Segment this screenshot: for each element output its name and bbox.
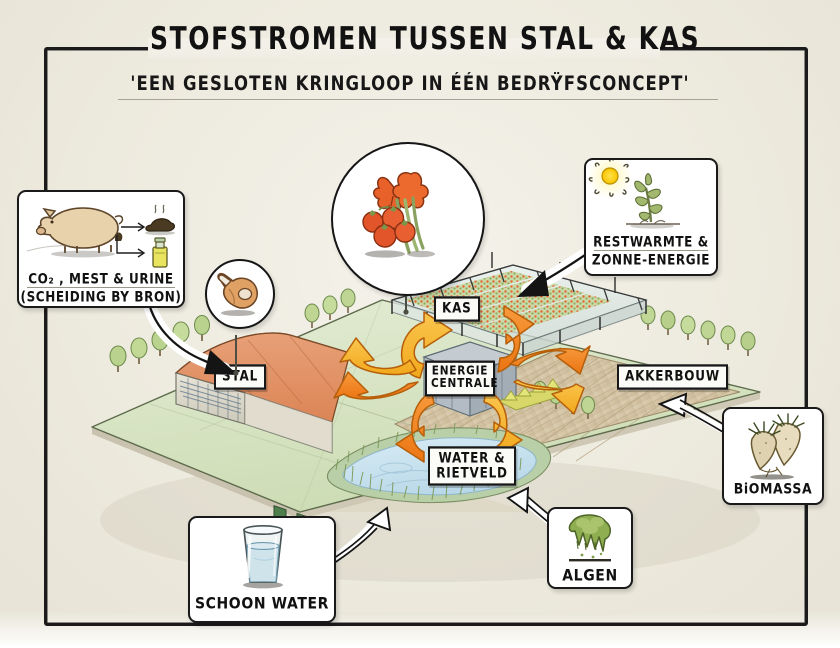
tomatoes-icon	[362, 206, 416, 248]
caption-rule-restwarmte	[594, 250, 708, 252]
arrow-up-right	[497, 305, 535, 373]
arrow-right-out	[509, 345, 591, 375]
callout-biomassa-caption: BiOMASSA	[733, 479, 813, 498]
label-water-line1: WATER &	[438, 449, 506, 466]
callout-algen[interactable]: ALGEN	[547, 507, 633, 589]
subtitle-underline	[118, 99, 718, 100]
frame-title-gap	[148, 38, 660, 58]
sugar-beets-icon	[748, 413, 805, 480]
page-title: STOFSTROMEN TUSSEN STAL & KAS	[150, 20, 701, 57]
ham-icon	[217, 272, 258, 309]
label-water-rietveld: WATER & RIETVELD	[428, 446, 516, 486]
seedling-icon	[626, 173, 680, 229]
manure-heap-icon	[115, 204, 176, 241]
arrow-right-in	[513, 379, 585, 415]
label-water-line2: RIETVELD	[436, 464, 508, 481]
callout-schoon-water[interactable]: SCHOON WATER	[188, 516, 336, 623]
label-energie-line1: ENERGIE	[431, 363, 489, 378]
pig-icon	[35, 207, 124, 258]
label-akkerbouw: AKKERBOUW	[617, 364, 728, 390]
sun-icon	[588, 160, 632, 198]
tree-line-right	[640, 305, 756, 356]
callout-restwarmte-zonne-energie[interactable]: RESTWARMTE & ZONNE-ENERGIE	[584, 158, 718, 276]
bubble-meat-product	[205, 259, 275, 329]
paper-bottom-fade	[0, 612, 840, 648]
flow-arrow-group	[333, 305, 591, 463]
callout-schoon-water-caption: SCHOON WATER	[194, 594, 330, 614]
callout-co2-caption-line2: (SCHEIDING BY BRON)	[20, 289, 182, 306]
algae-icon	[568, 514, 611, 562]
callout-biomassa[interactable]: BiOMASSA	[722, 407, 824, 505]
label-energie-centrale: ENERGIE CENTRALE	[425, 360, 499, 397]
biomass-crop-strip	[496, 378, 570, 411]
callout-algen-caption: ALGEN	[562, 566, 618, 586]
caption-rule-co2	[27, 287, 175, 289]
arrow-down-left	[395, 391, 435, 463]
flow-arrows-icon	[116, 222, 146, 258]
callout-co2-caption-line1: CO₂ , MEST & URINE	[28, 270, 174, 288]
page-subtitle: 'EEN GESLOTEN KRINGLOOP IN ÉÉN BEDRŸFSCO…	[130, 72, 690, 95]
bubble-greenhouse-products	[331, 142, 485, 296]
callout-restwarmte-caption-line2: ZONNE-ENERGIE	[591, 252, 711, 269]
label-kas: KAS	[434, 296, 480, 322]
tree-line-top-left	[304, 288, 356, 328]
arrow-left-out	[333, 371, 419, 400]
arrow-left-in	[339, 337, 417, 376]
label-energie-line2: CENTRALE	[431, 376, 499, 391]
callout-co2-mest-urine[interactable]: CO₂ , MEST & URINE (SCHEIDING BY BRON)	[17, 190, 185, 308]
callout-restwarmte-caption-line1: RESTWARMTE &	[593, 233, 709, 251]
glass-of-water-icon	[243, 525, 283, 589]
urine-bottle-icon	[152, 237, 168, 268]
